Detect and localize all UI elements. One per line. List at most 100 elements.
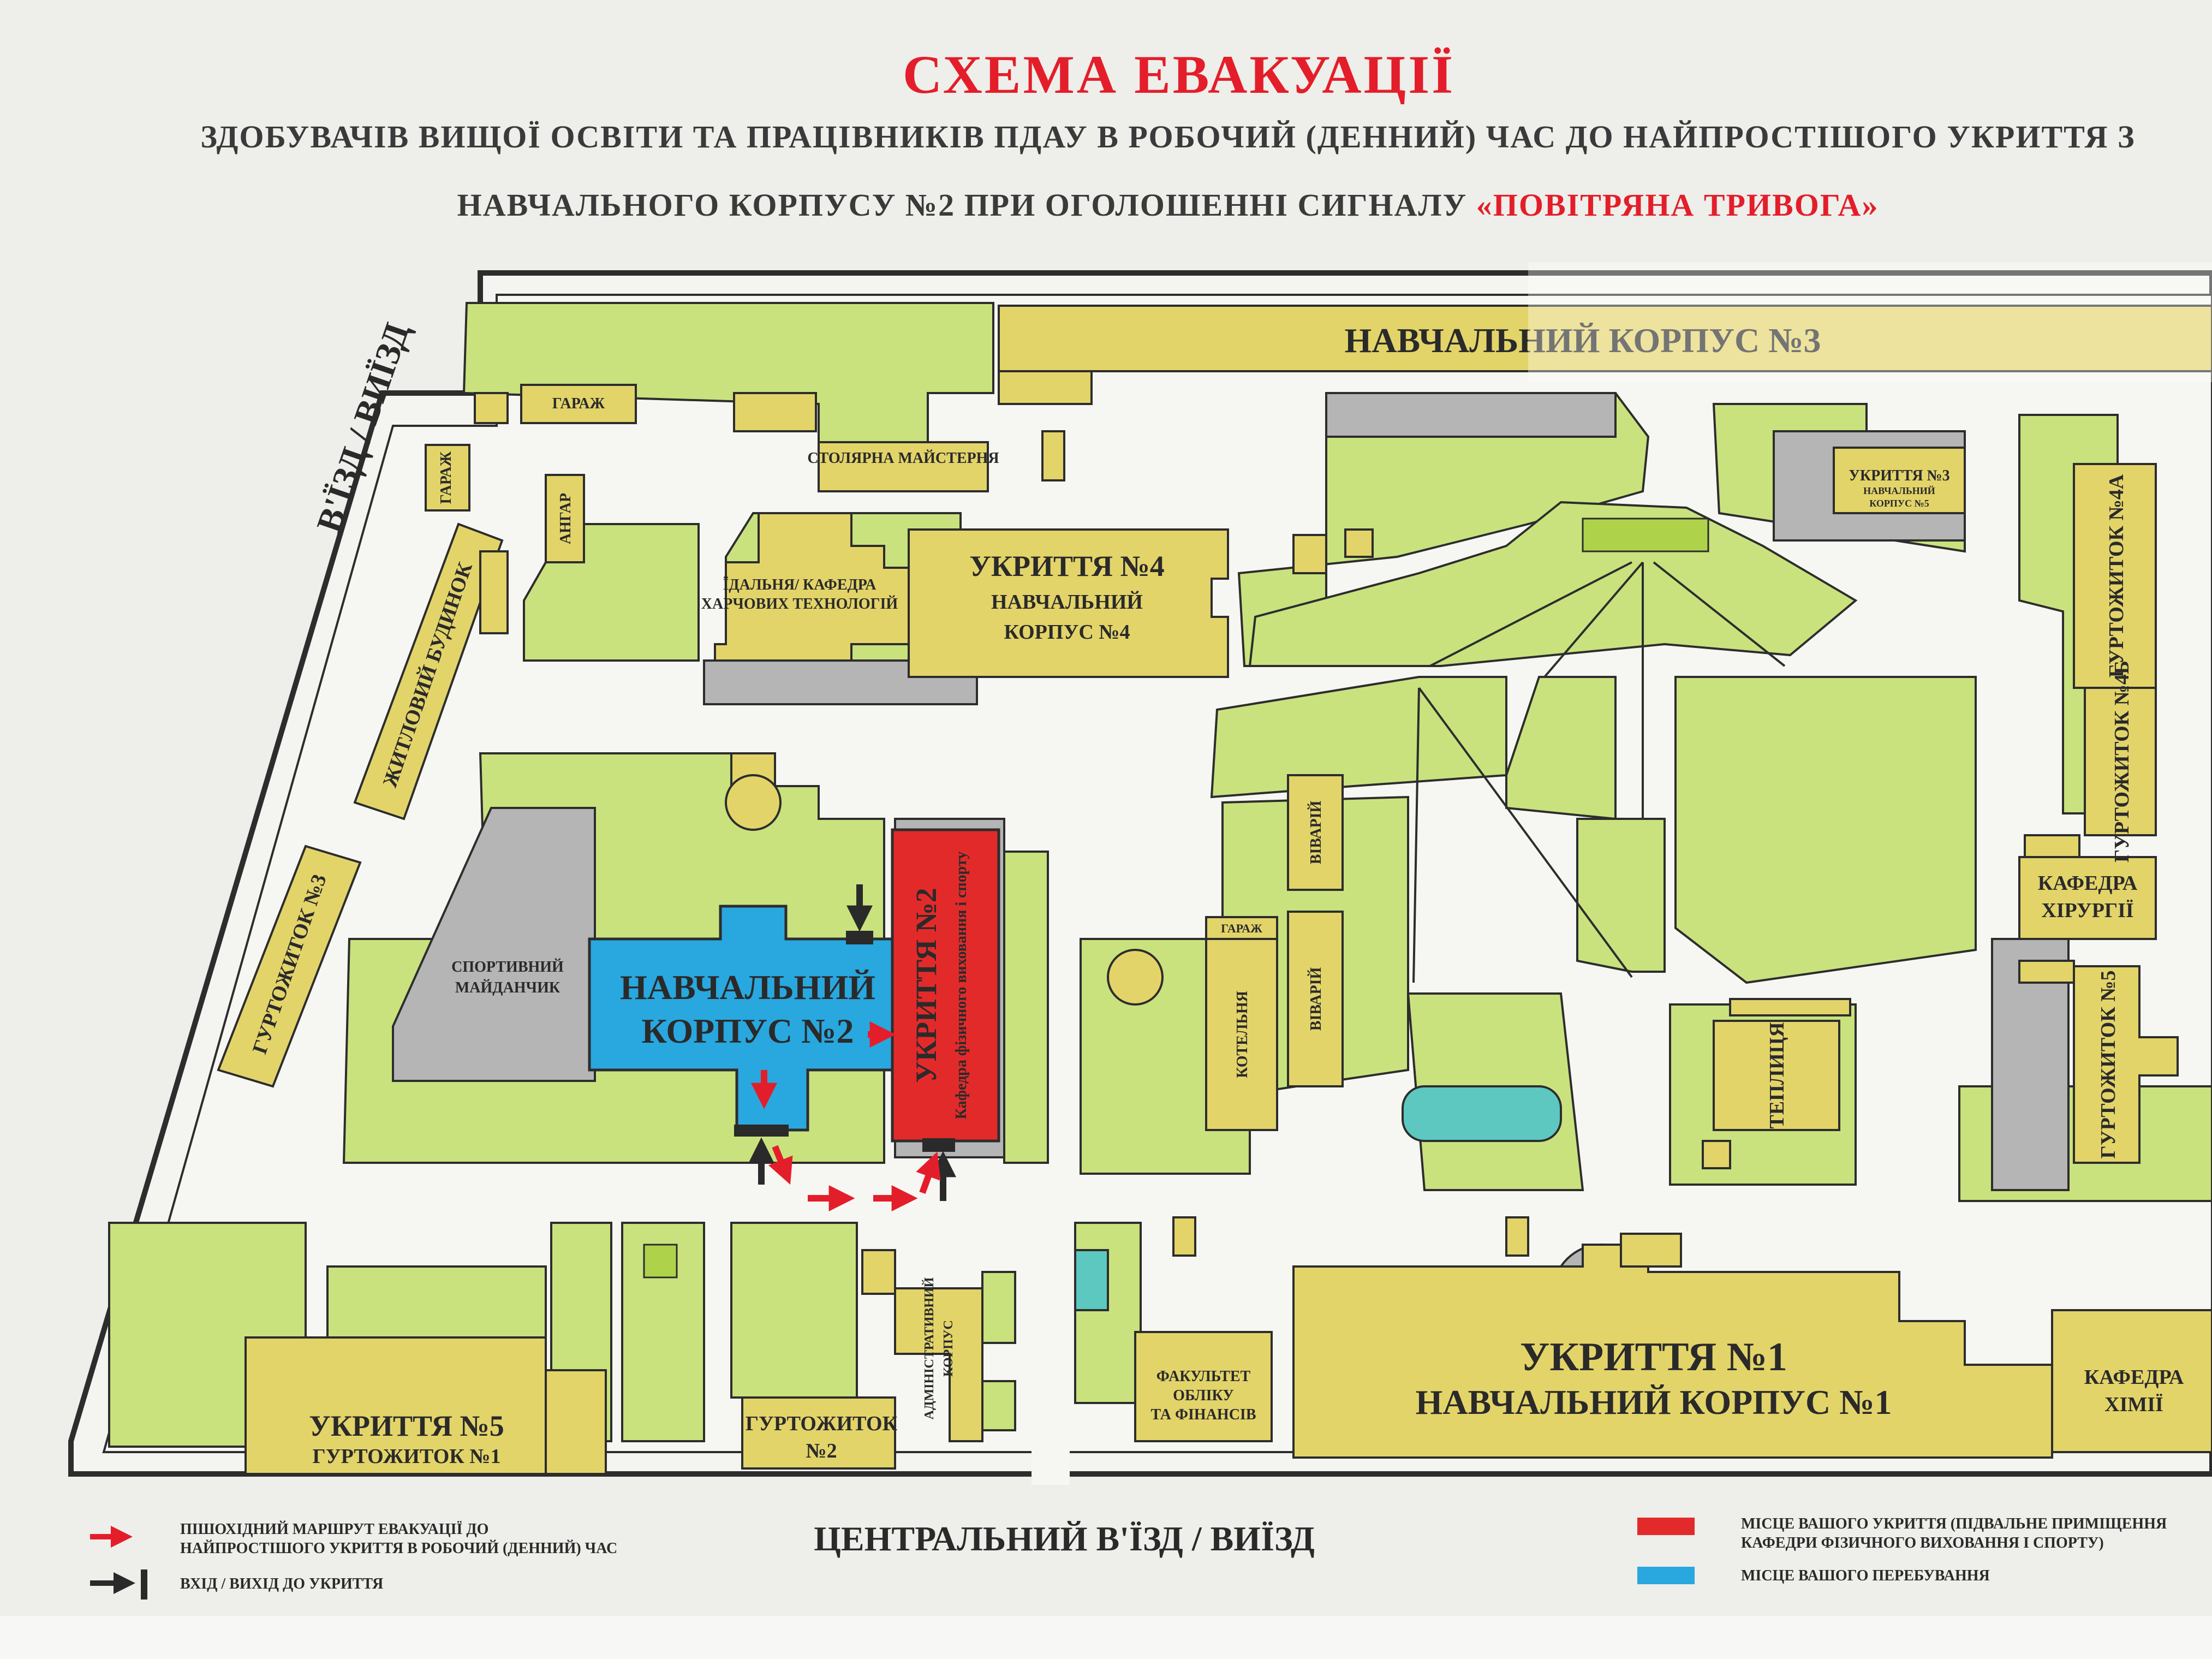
building-dorm3 [217,845,362,1088]
building-canteen [714,512,910,662]
small-pool [1074,1249,1109,1311]
light-green-patch-1 [1582,518,1709,552]
shelter-entry-door-top [846,931,873,944]
building-admin [894,1287,983,1442]
building-chemistry [2051,1309,2212,1453]
label-sport-2: МАЙДАНЧИК [455,979,561,996]
label-dorm4a: ГУРТОЖИТОК №4А [2105,474,2128,677]
building-shelter4 [908,528,1229,678]
central-entrance-label: ЦЕНТРАЛЬНИЙ В'ЇЗД / ВИЇЗД [814,1519,1315,1558]
radial-path-1 [1429,561,1632,667]
label-shelter3-1: УКРИТТЯ №3 [1849,467,1949,484]
building-northwest-block [733,392,817,432]
building-surgery [2018,856,2157,940]
air-raid-signal-label: «ПОВІТРЯНА ТРИВОГА» [1476,187,1879,223]
legend-route-line-2: НАЙПРОСТІШОГО УКРИТТЯ В РОБОЧИЙ (ДЕННИЙ)… [180,1540,617,1557]
label-vivarium-2: ВІВАРІЙ [1308,967,1325,1031]
label-dorm4b: ГУРТОЖИТОК №4Б [2110,661,2133,863]
legend-route-line-1: ПІШОХІДНИЙ МАРШРУТ ЕВАКУАЦІЇ ДО [180,1521,488,1538]
label-shelter2-1: УКРИТТЯ №2 [910,888,943,1083]
label-canteen-2: ХАРЧОВИХ ТЕХНОЛОГІЙ [701,596,898,613]
legend-here-swatch [1637,1567,1695,1584]
lawn-south-right-2 [981,1271,1016,1344]
building-dorm5-piece [2018,960,2075,984]
glare-bottom [0,1616,2212,1659]
legend-entry-bar [141,1569,147,1599]
label-canteen-1: ЇДАЛЬНЯ/ КАФЕДРА [723,576,877,593]
building-residential [353,522,504,820]
label-chemistry-2: ХІМІЇ [2104,1393,2163,1416]
radial-path-4 [1653,561,1786,667]
label-surgery-2: ХІРУРГІЇ [2041,899,2133,922]
building-faculty [1134,1331,1273,1442]
building-vivarium-1 [1287,774,1344,891]
building-nk3-wing [998,370,1093,405]
building-shelter4-piece-1 [1292,534,1327,574]
lawn-south-mid-3 [730,1222,858,1399]
lawn-south-mid-2 [621,1222,705,1442]
label-admin-2: КОРПУС [941,1320,956,1377]
building-garage-small [474,392,509,424]
building-dorm4b [2084,687,2157,836]
radial-path-2 [1543,561,1644,678]
label-barn-v: АНГАР [557,493,574,544]
building-shelter5-side [545,1369,607,1475]
label-faculty-1: ФАКУЛЬТЕТ [1156,1368,1251,1385]
label-garage: ГАРАЖ [552,395,605,412]
label-garage-small: ГАРАЖ [1221,921,1262,935]
building-admin-small [861,1249,896,1295]
nk2-exit-door [734,1125,789,1137]
light-green-patch-2 [643,1244,678,1279]
label-nk2-1: НАВЧАЛЬНИЙ [620,968,875,1007]
subtitle-line-2: НАВЧАЛЬНОГО КОРПУСУ №2 ПРИ ОГОЛОШЕННІ СИ… [457,187,1879,223]
building-greenhouse [1713,1020,1840,1131]
map-title: СХЕМА ЕВАКУАЦІЇ [903,44,1455,105]
lawn-radial-right [1674,676,1977,984]
building-garage-v [425,444,470,512]
building-barn-v [545,474,585,563]
legend-shelter-line-2: КАФЕДРИ ФІЗИЧНОГО ВИХОВАННЯ І СПОРТУ) [1741,1535,2104,1551]
legend-here-text: МІСЦЕ ВАШОГО ПЕРЕБУВАННЯ [1741,1567,1990,1584]
building-dorm5 [2073,965,2179,1164]
route-arrow-3 [768,1145,793,1185]
lawn-circle [1107,949,1164,1006]
sports-ground [392,807,596,1082]
building-dorm2 [741,1396,896,1470]
lawn-shelter2-right [1003,851,1049,1164]
building-surgery-link [2024,834,2080,858]
building-shelter1 [1292,1244,2053,1459]
subtitle-line-2-text: НАВЧАЛЬНОГО КОРПУСУ №2 ПРИ ОГОЛОШЕННІ СИ… [457,187,1476,223]
lawn-radial-center [1505,676,1617,820]
shelter-entry-door-bottom [922,1138,955,1152]
sport-circle-top [725,774,782,831]
route-arrow-6 [916,1151,941,1194]
building-pond-left-small [1172,1216,1196,1257]
label-boiler: КОТЕЛЬНЯ [1234,991,1251,1078]
building-garage-small-2 [1205,916,1278,940]
building-residential-piece [479,550,509,634]
radial-paths [1412,561,1786,983]
label-surgery-1: КАФЕДРА [2038,872,2138,895]
label-chemistry-1: КАФЕДРА [2084,1366,2184,1389]
radial-path-6 [1412,687,1420,983]
label-garage-v: ГАРАЖ [438,451,455,504]
building-boiler [1205,938,1278,1131]
legend-entry-text: ВХІД / ВИХІД ДО УКРИТТЯ [180,1575,383,1592]
pond [1402,1085,1562,1142]
building-greenhouse-top [1729,998,1851,1016]
label-shelter4-2: НАВЧАЛЬНИЙ [991,591,1143,614]
subtitle-line-1: ЗДОБУВАЧІВ ВИЩОЇ ОСВІТИ ТА ПРАЦІВНИКІВ П… [200,119,2135,154]
building-nk3 [998,305,2212,372]
label-nk2-2: КОРПУС №2 [642,1012,854,1050]
lawn-south-right-3 [981,1380,1016,1431]
label-shelter1-1: УКРИТТЯ №1 [1520,1335,1787,1379]
paved-nk3-corner [1325,392,1617,438]
buildings [217,305,2212,1475]
glare-top [1528,262,2212,382]
building-pond-right-small [1505,1216,1529,1257]
radial-path-5 [1418,687,1633,978]
label-admin-1: АДМІНІСТРАТИВНИЙ [922,1277,937,1419]
label-shelter3-2: НАВЧАЛЬНИЙ [1863,485,1935,496]
legend-shelter-swatch [1637,1518,1695,1535]
